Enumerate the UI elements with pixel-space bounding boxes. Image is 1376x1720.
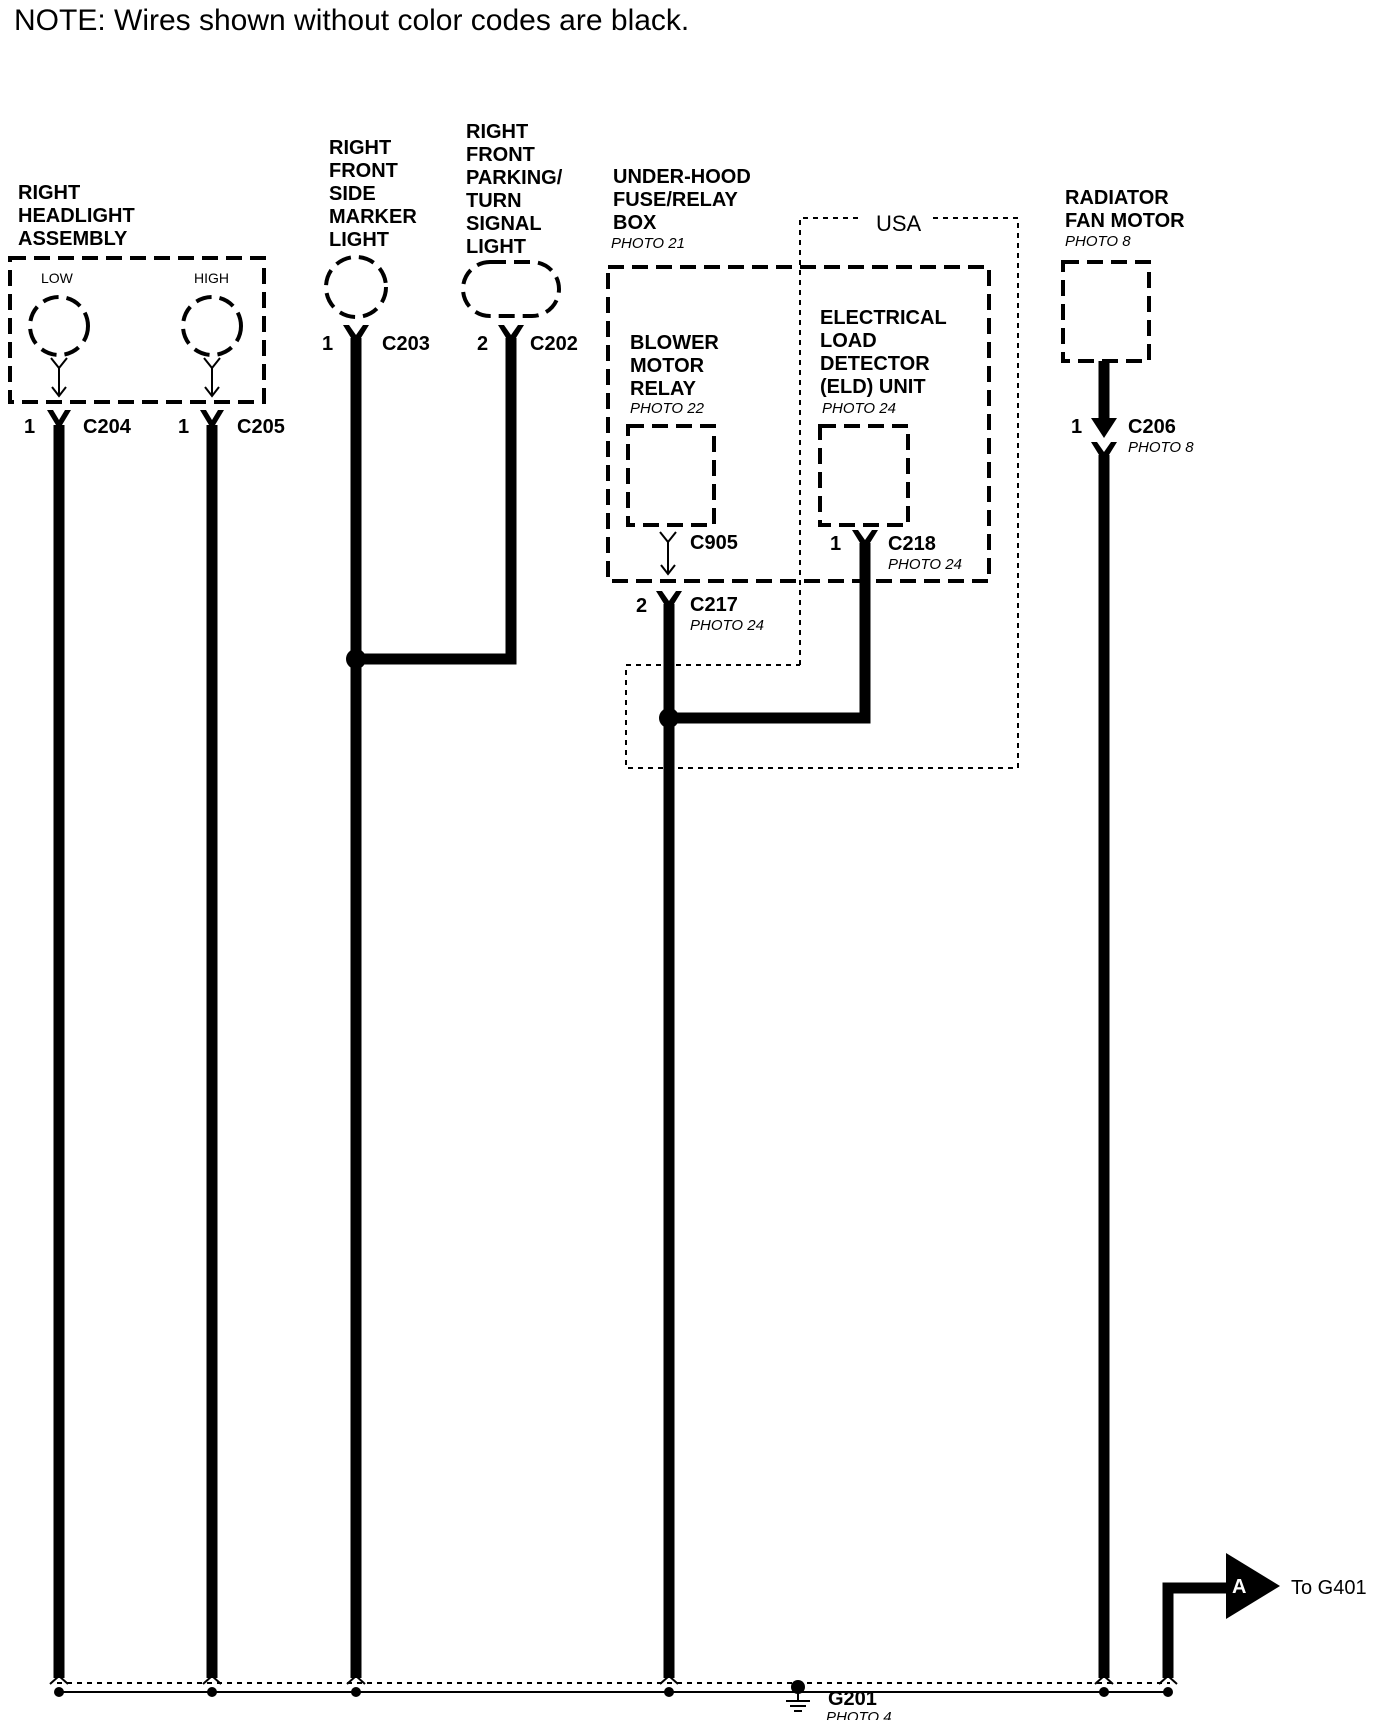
- high-beam-bulb-icon: [181, 295, 243, 357]
- eld-unit-box-icon: [818, 424, 910, 527]
- svg-text:FRONT: FRONT: [466, 144, 535, 166]
- svg-text:UNDER-HOOD: UNDER-HOOD: [613, 166, 751, 188]
- svg-text:1: 1: [1071, 416, 1082, 438]
- side-marker-bulb-icon: [324, 255, 388, 319]
- svg-text:To G401: To G401: [1291, 1577, 1367, 1599]
- svg-text:PHOTO 4: PHOTO 4: [826, 1709, 892, 1720]
- side-marker-light: RIGHT FRONT SIDE MARKER LIGHT: [324, 137, 417, 319]
- svg-text:FUSE/RELAY: FUSE/RELAY: [613, 189, 739, 211]
- svg-text:C205: C205: [237, 416, 285, 438]
- svg-text:RIGHT: RIGHT: [466, 121, 528, 143]
- eld-unit: ELECTRICAL LOAD DETECTOR (ELD) UNIT PHOT…: [818, 307, 947, 527]
- svg-text:(ELD) UNIT: (ELD) UNIT: [820, 376, 926, 398]
- connector-c205: 1 C205: [178, 410, 285, 438]
- svg-text:G201: G201: [828, 1688, 877, 1710]
- svg-text:RIGHT: RIGHT: [329, 137, 391, 159]
- blower-motor-relay: BLOWER MOTOR RELAY PHOTO 22: [626, 332, 719, 576]
- svg-text:MARKER: MARKER: [329, 206, 417, 228]
- svg-text:1: 1: [178, 416, 189, 438]
- svg-text:MOTOR: MOTOR: [630, 355, 705, 377]
- radiator-fan-motor: RADIATOR FAN MOTOR PHOTO 8: [1061, 187, 1185, 363]
- svg-text:PHOTO 22: PHOTO 22: [630, 400, 705, 417]
- svg-text:BLOWER: BLOWER: [630, 332, 719, 354]
- usa-region: USA: [625, 206, 1019, 769]
- svg-text:LOAD: LOAD: [820, 330, 877, 352]
- svg-text:PHOTO 21: PHOTO 21: [611, 235, 685, 252]
- svg-text:1: 1: [24, 416, 35, 438]
- connector-c217: 2 C217 PHOTO 24: [636, 591, 764, 634]
- ground-bus: [49, 1674, 1178, 1697]
- svg-text:BOX: BOX: [613, 212, 657, 234]
- svg-text:C218: C218: [888, 533, 936, 555]
- svg-text:PHOTO 24: PHOTO 24: [690, 617, 764, 634]
- low-beam-bulb-icon: [28, 295, 90, 357]
- svg-text:LIGHT: LIGHT: [329, 229, 389, 251]
- svg-text:FAN MOTOR: FAN MOTOR: [1065, 210, 1185, 232]
- svg-text:C204: C204: [83, 416, 132, 438]
- svg-text:PHOTO 24: PHOTO 24: [822, 400, 896, 417]
- offpage-connector-a: A To G401: [1226, 1553, 1367, 1619]
- svg-text:A: A: [1232, 1576, 1246, 1598]
- svg-text:HEADLIGHT: HEADLIGHT: [18, 205, 135, 227]
- svg-text:C202: C202: [530, 333, 578, 355]
- svg-text:C206: C206: [1128, 416, 1176, 438]
- connector-c202: 2 C202: [477, 325, 578, 355]
- connector-c905: C905: [690, 532, 738, 554]
- svg-text:PHOTO 8: PHOTO 8: [1128, 439, 1194, 456]
- low-beam-label: LOW: [41, 270, 74, 286]
- svg-text:SIGNAL: SIGNAL: [466, 213, 542, 235]
- svg-text:PARKING/: PARKING/: [466, 167, 563, 189]
- svg-text:LIGHT: LIGHT: [466, 236, 526, 258]
- svg-text:PHOTO 8: PHOTO 8: [1065, 233, 1131, 250]
- svg-text:RADIATOR: RADIATOR: [1065, 187, 1169, 209]
- svg-text:C905: C905: [690, 532, 738, 554]
- svg-text:C217: C217: [690, 594, 738, 616]
- parking-turn-light: RIGHT FRONT PARKING/ TURN SIGNAL LIGHT: [461, 121, 563, 318]
- svg-text:FRONT: FRONT: [329, 160, 398, 182]
- svg-text:1: 1: [322, 333, 333, 355]
- wires: [53, 338, 1236, 1678]
- connector-c206: 1 C206 PHOTO 8: [1071, 416, 1194, 463]
- svg-text:ASSEMBLY: ASSEMBLY: [18, 228, 128, 250]
- svg-text:2: 2: [636, 595, 647, 617]
- connector-c203: 1 C203: [322, 325, 430, 355]
- svg-text:1: 1: [830, 533, 841, 555]
- svg-text:ELECTRICAL: ELECTRICAL: [820, 307, 947, 329]
- high-beam-label: HIGH: [194, 270, 229, 286]
- note-text: NOTE: Wires shown without color codes ar…: [14, 4, 689, 37]
- radiator-fan-box-icon: [1061, 260, 1151, 363]
- svg-text:SIDE: SIDE: [329, 183, 376, 205]
- svg-text:RIGHT: RIGHT: [18, 182, 80, 204]
- svg-text:2: 2: [477, 333, 488, 355]
- blower-relay-box-icon: [626, 424, 716, 527]
- svg-text:C203: C203: [382, 333, 430, 355]
- svg-text:TURN: TURN: [466, 190, 522, 212]
- connector-c218: 1 C218 PHOTO 24: [830, 530, 962, 573]
- svg-text:USA: USA: [876, 211, 922, 236]
- parking-turn-bulb-icon: [461, 260, 561, 318]
- headlight-assembly: RIGHT HEADLIGHT ASSEMBLY LOW HIGH: [8, 182, 266, 404]
- svg-text:DETECTOR: DETECTOR: [820, 353, 930, 375]
- ground-g201: G201 PHOTO 4: [786, 1680, 892, 1720]
- under-hood-fuse-relay-box: UNDER-HOOD FUSE/RELAY BOX PHOTO 21: [606, 166, 991, 583]
- connector-c204: 1 C204: [24, 410, 132, 438]
- svg-text:PHOTO 24: PHOTO 24: [888, 556, 962, 573]
- svg-text:RELAY: RELAY: [630, 378, 697, 400]
